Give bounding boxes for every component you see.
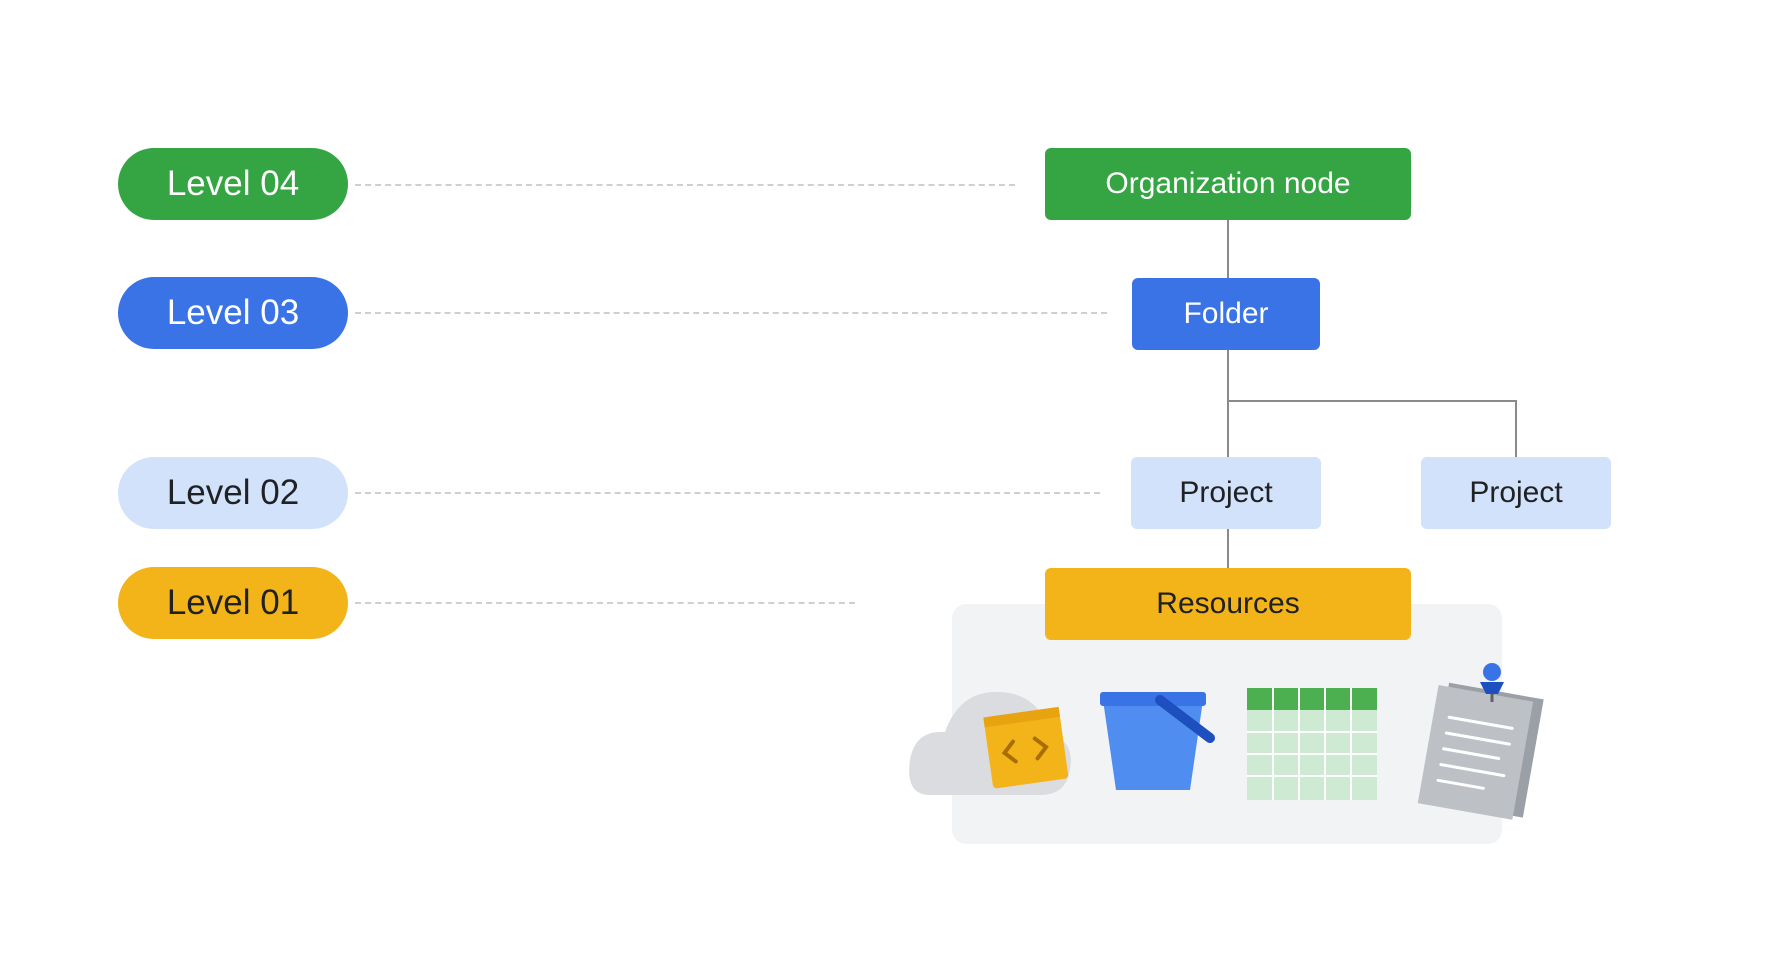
level-03-badge: Level 03	[118, 277, 348, 349]
branch-horizontal-connector	[1227, 400, 1517, 402]
level-04-guide-line	[355, 184, 1015, 186]
organization-node: Organization node	[1045, 148, 1411, 220]
level-01-guide-line	[355, 602, 855, 604]
folder-node: Folder	[1132, 278, 1320, 350]
folder-to-project-connector	[1227, 350, 1229, 457]
level-01-badge: Level 01	[118, 567, 348, 639]
branch-to-project-2-connector	[1515, 400, 1517, 457]
table-grid-icon	[1247, 688, 1377, 800]
storage-bucket-icon	[1100, 692, 1215, 790]
project-node-1: Project	[1131, 457, 1321, 529]
project-to-resources-connector	[1227, 529, 1229, 568]
level-02-badge: Level 02	[118, 457, 348, 529]
resources-node: Resources	[1045, 568, 1411, 640]
level-02-guide-line	[355, 492, 1100, 494]
pinned-document-icon	[1417, 663, 1544, 820]
cloud-code-icon	[909, 691, 1071, 795]
level-04-badge: Level 04	[118, 148, 348, 220]
org-to-folder-connector	[1227, 220, 1229, 278]
level-03-guide-line	[355, 312, 1107, 314]
project-node-2: Project	[1421, 457, 1611, 529]
